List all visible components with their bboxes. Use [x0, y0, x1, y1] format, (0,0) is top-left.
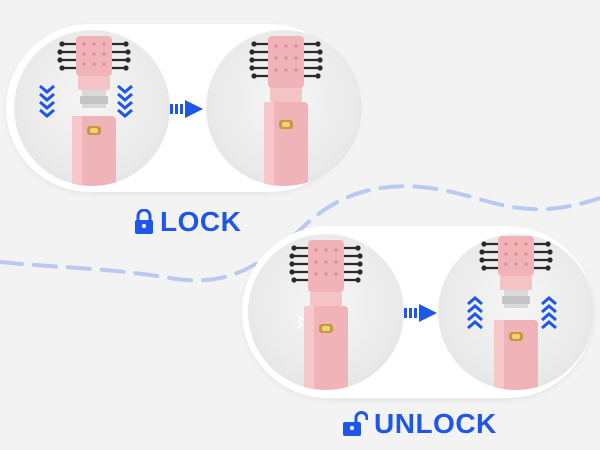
- unlock-step-assembled: [248, 234, 404, 390]
- arrow-right-icon: [404, 304, 437, 322]
- chevron-down-icon: [39, 84, 133, 118]
- unlock-label-text: UNLOCK: [374, 408, 497, 439]
- lock-label-text: LOCK: [160, 206, 242, 237]
- padlock-closed-icon: [135, 209, 153, 234]
- lock-step-separated: [14, 30, 170, 186]
- arrow-right-icon: [170, 100, 203, 118]
- lock-step-assembled: [206, 30, 362, 186]
- lock-label: LOCK: [134, 206, 241, 238]
- unlock-label: UNLOCK: [342, 408, 497, 440]
- chevron-up-icon: [467, 296, 557, 330]
- padlock-open-icon: [343, 411, 368, 436]
- unlock-step-separated: [438, 234, 594, 390]
